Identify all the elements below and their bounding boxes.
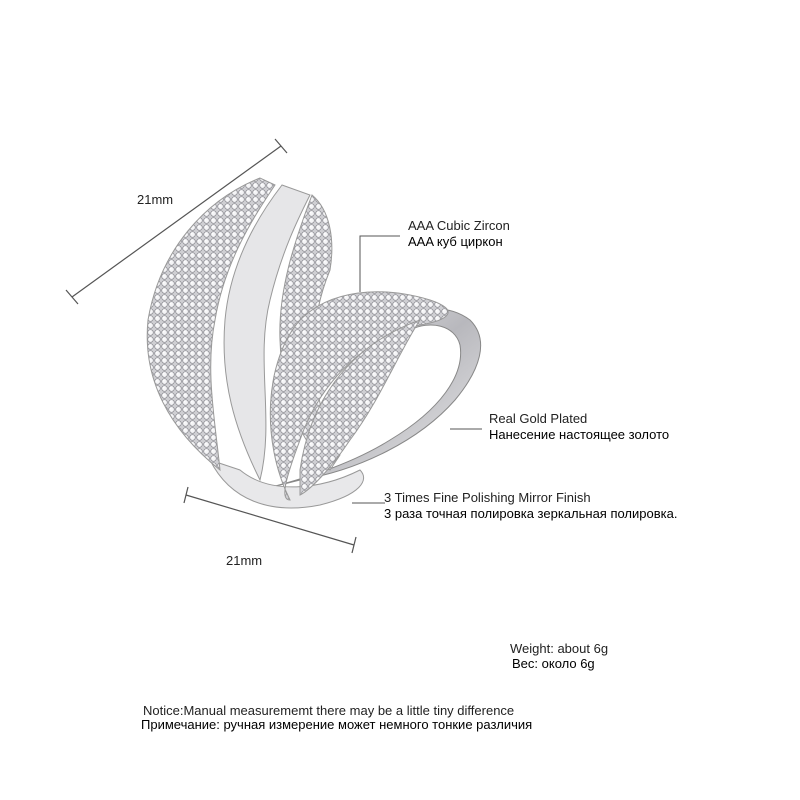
weight-ru: Вес: около 6g — [512, 656, 595, 671]
width-dimension-label: 21mm — [226, 553, 263, 568]
dimension-lines — [65, 138, 357, 554]
callout-gold-ru: Нанесение настоящее золото — [489, 427, 670, 442]
notice-ru: Примечание: ручная измерение может немно… — [141, 717, 533, 732]
weight-en: Weight: about 6g — [510, 641, 609, 656]
callout-zircon-ru: AAA куб циркон — [408, 234, 503, 249]
callout-polish-ru: 3 раза точная полировка зеркальная полир… — [384, 506, 678, 521]
leader-lines — [352, 235, 482, 504]
callout-zircon-en: AAA Cubic Zircon — [408, 218, 510, 233]
callout-gold-en: Real Gold Plated — [489, 411, 588, 426]
right-leaf — [269, 291, 449, 501]
height-dimension-label: 21mm — [137, 192, 174, 207]
notice-en: Notice:Manual measurememt there may be a… — [143, 703, 515, 718]
callout-polish-en: 3 Times Fine Polishing Mirror Finish — [384, 490, 591, 505]
